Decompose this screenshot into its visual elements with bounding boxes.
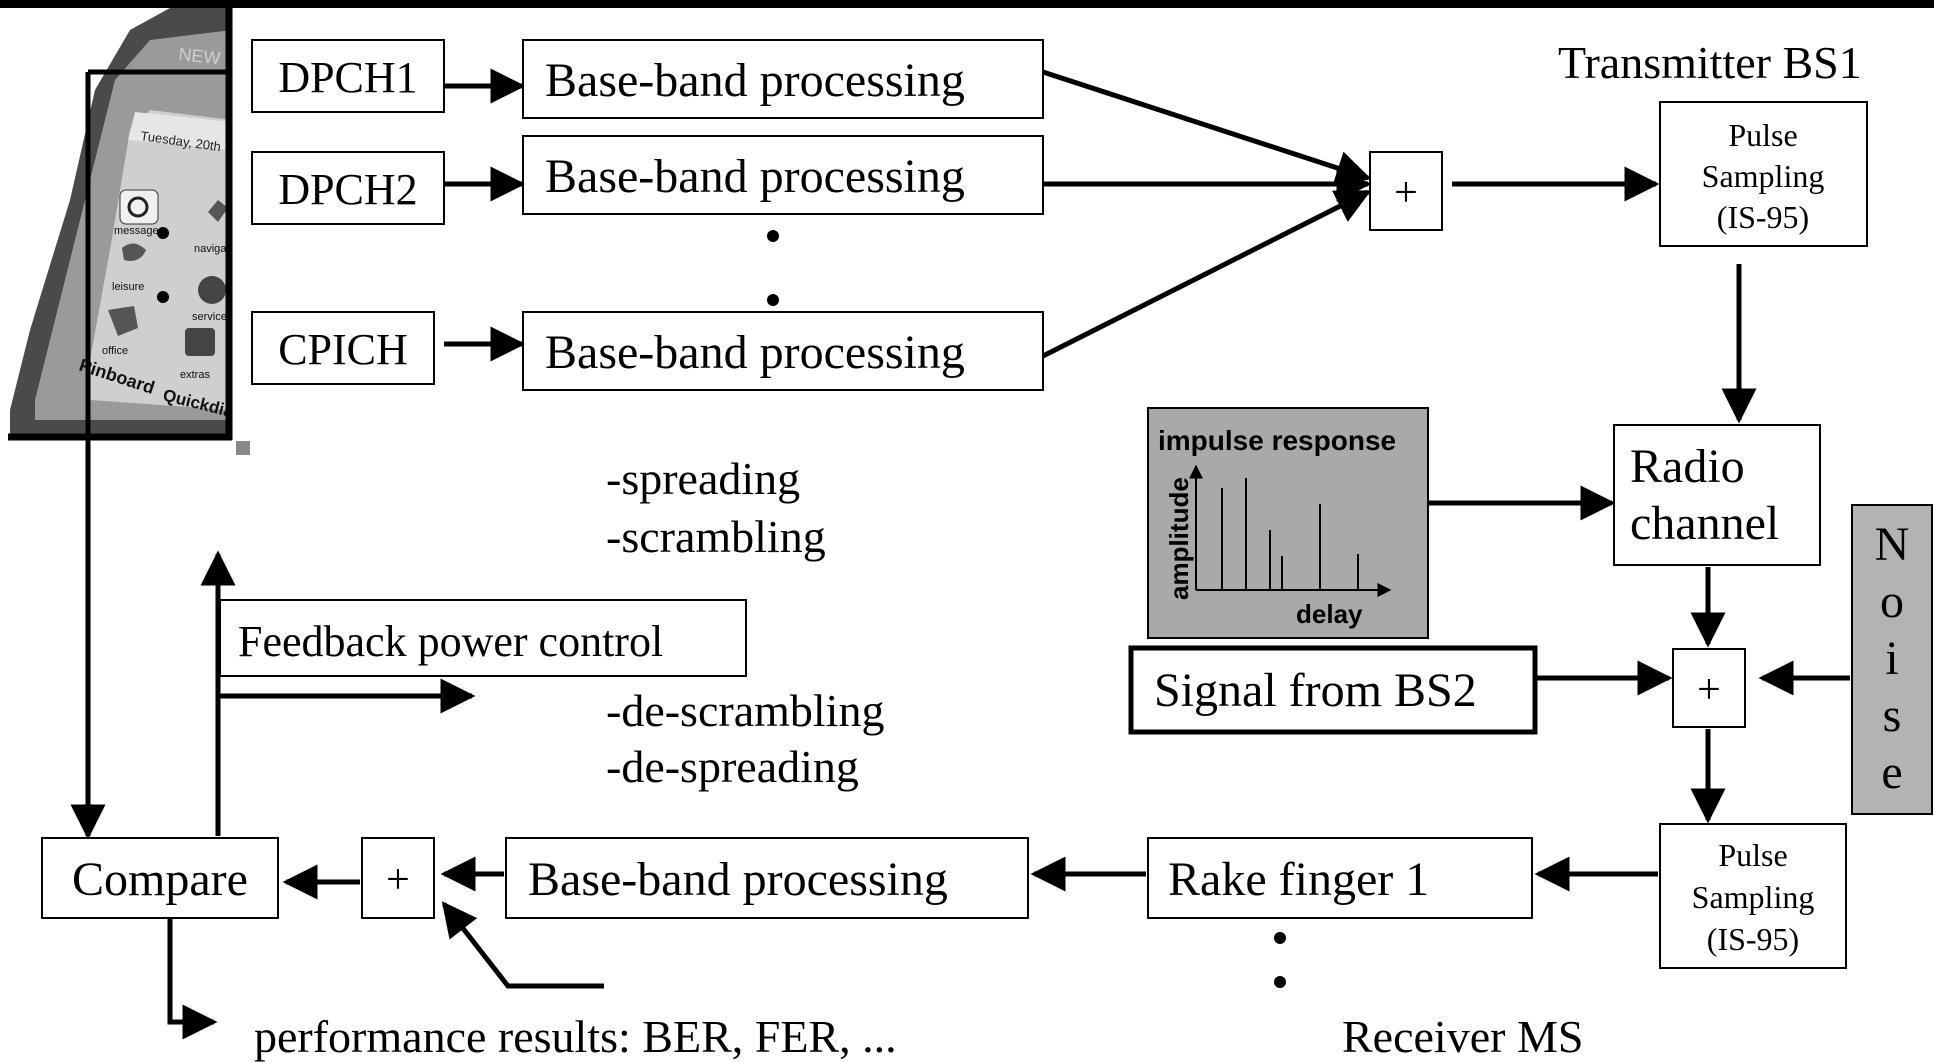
baseband-label: Base-band processing xyxy=(545,54,965,107)
rx-baseband-box xyxy=(505,837,1029,919)
channel-label: DPCH2 xyxy=(278,165,417,214)
channel-label: DPCH1 xyxy=(278,53,417,102)
phone-icon-label: office xyxy=(102,345,128,357)
phone-icon-label: message xyxy=(114,225,159,237)
tx-adder xyxy=(1369,151,1443,231)
baseband-box xyxy=(522,311,1044,391)
mobile-phone-image: Tuesday, 20th NEW message navigate leisu… xyxy=(10,8,236,440)
adder-symbol: + xyxy=(386,857,410,903)
pulse-sampling-label: (IS-95) xyxy=(1717,199,1809,235)
noise-letter: i xyxy=(1885,632,1898,685)
phone-icon-label: leisure xyxy=(112,281,144,293)
dot xyxy=(1274,932,1286,944)
phone-brand: NEW xyxy=(178,44,222,68)
tx-step: -spreading xyxy=(606,453,800,504)
impulse-taps xyxy=(1221,478,1359,590)
adder-symbol: + xyxy=(1394,170,1418,216)
impulse-title: impulse response xyxy=(1158,425,1396,456)
baseband-label: Base-band processing xyxy=(528,853,948,906)
reference-arrow xyxy=(441,901,604,989)
baseband-label: Base-band processing xyxy=(545,150,965,203)
rake-finger-label: Rake finger 1 xyxy=(1168,853,1429,906)
phone-icon-label: navigate xyxy=(194,243,236,255)
channel-label: CPICH xyxy=(278,325,408,374)
receiver-label: Receiver MS xyxy=(1342,1011,1583,1062)
baseband-box xyxy=(522,39,1044,119)
phone-navigate-icon xyxy=(208,200,228,222)
radio-channel-label: channel xyxy=(1630,497,1779,550)
baseband-label: Base-band processing xyxy=(545,326,965,379)
pulse-sampling-tx xyxy=(1659,101,1868,247)
noise-letter: s xyxy=(1883,689,1902,742)
noise-letter: N xyxy=(1875,518,1910,571)
phone-office-icon xyxy=(108,306,138,336)
transmitter-label: Transmitter BS1 xyxy=(1558,37,1862,88)
feedback-box xyxy=(219,599,747,677)
rake-finger-box xyxy=(1147,837,1533,919)
feedback-label: Feedback power control xyxy=(238,617,663,666)
dot xyxy=(767,294,779,306)
arrow xyxy=(1041,189,1372,359)
rx-step: -de-scrambling xyxy=(606,685,884,736)
signal-bs2-label: Signal from BS2 xyxy=(1154,664,1477,717)
radio-channel-box xyxy=(1613,424,1821,566)
channel-box-dpch1 xyxy=(251,39,445,113)
compare-label: Compare xyxy=(72,853,248,906)
dot xyxy=(1274,976,1286,988)
pulse-sampling-label: Pulse xyxy=(1728,117,1797,153)
tx-step: -scrambling xyxy=(606,511,826,562)
noise-letter: e xyxy=(1881,746,1902,799)
noise-source xyxy=(1851,504,1933,815)
pulse-sampling-label: Sampling xyxy=(1702,158,1825,194)
signal-bs2-box xyxy=(1128,645,1538,735)
radio-channel-label: Radio xyxy=(1630,440,1745,493)
pulse-sampling-label: Pulse xyxy=(1718,837,1787,873)
dot xyxy=(157,291,169,303)
phone-icon-label: extras xyxy=(180,369,210,381)
compare-adder xyxy=(361,837,435,919)
rx-adder xyxy=(1672,648,1746,728)
adder-symbol: + xyxy=(1697,667,1721,713)
results-arrow xyxy=(167,918,218,1040)
dot xyxy=(157,227,169,239)
pulse-sampling-label: (IS-95) xyxy=(1707,921,1799,957)
rx-step: -de-spreading xyxy=(606,741,859,792)
dot xyxy=(767,230,779,242)
performance-label: performance results: BER, FER, ... xyxy=(254,1011,897,1062)
arrow xyxy=(1042,69,1372,185)
phone-message-icon xyxy=(119,189,159,225)
phone-leisure-icon xyxy=(122,243,146,261)
impulse-xlabel: delay xyxy=(1296,599,1363,629)
phone-icon-label: service xyxy=(192,311,227,323)
phone-service-icon xyxy=(198,276,226,304)
noise-letter: o xyxy=(1880,575,1904,628)
pulse-sampling-rx xyxy=(1659,823,1847,969)
channel-box-cpich xyxy=(251,311,435,385)
channel-box-dpch2 xyxy=(251,151,445,225)
phone-corner-marker xyxy=(236,441,250,455)
impulse-ylabel: amplitude xyxy=(1164,477,1194,600)
compare-box xyxy=(41,837,279,919)
baseband-box xyxy=(522,135,1044,215)
impulse-response-chart xyxy=(1147,407,1429,639)
phone-extras-icon xyxy=(185,328,215,356)
pulse-sampling-label: Sampling xyxy=(1692,879,1815,915)
